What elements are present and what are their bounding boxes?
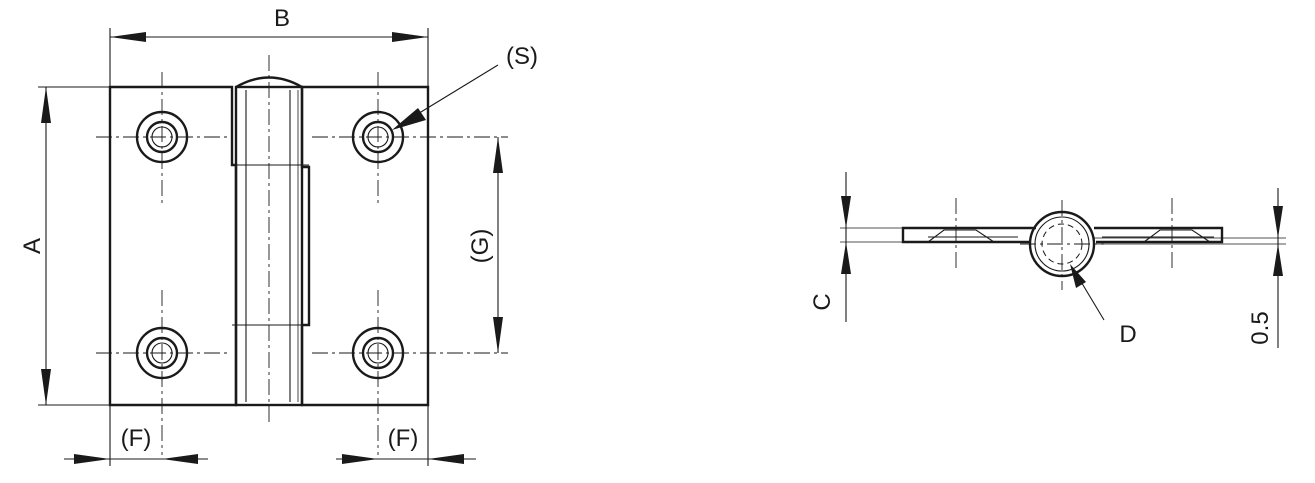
dimension-label-C: C <box>809 293 836 310</box>
hinge-front-view: B A (G) (F) <box>19 5 538 466</box>
leader-D: D <box>1070 264 1137 348</box>
right-leaf-outline <box>300 85 430 407</box>
leader-label-S: (S) <box>506 43 538 70</box>
screw-hole-bottom-left <box>96 290 228 455</box>
dimension-label-F-left: (F) <box>121 425 152 452</box>
side-left-leaf <box>901 226 1036 244</box>
dimension-label-A: A <box>19 238 46 254</box>
dimension-C: C <box>809 172 903 322</box>
leader-S: (S) <box>392 43 538 130</box>
dimension-F-left: (F) <box>64 405 208 466</box>
dimension-label-B: B <box>274 5 290 32</box>
dimension-F-right: (F) <box>336 405 476 466</box>
dimension-label-F-right: (F) <box>388 425 419 452</box>
dimension-B: B <box>109 5 429 87</box>
dimension-label-thickness: 0.5 <box>1247 311 1274 344</box>
leader-label-D: D <box>1119 321 1136 348</box>
dimension-A: A <box>19 86 110 406</box>
hinge-side-view: C D 0.5 <box>809 172 1286 348</box>
left-leaf-outline <box>108 85 238 407</box>
screw-hole-bottom-right <box>312 290 508 455</box>
screw-hole-top-left <box>96 72 228 205</box>
side-right-leaf <box>1094 226 1224 244</box>
dimension-label-G: (G) <box>467 229 494 264</box>
hinge-barrel <box>232 55 309 425</box>
screw-hole-top-right <box>312 72 508 205</box>
dimension-G: (G) <box>467 137 503 353</box>
dimension-thickness: 0.5 <box>1094 188 1286 348</box>
